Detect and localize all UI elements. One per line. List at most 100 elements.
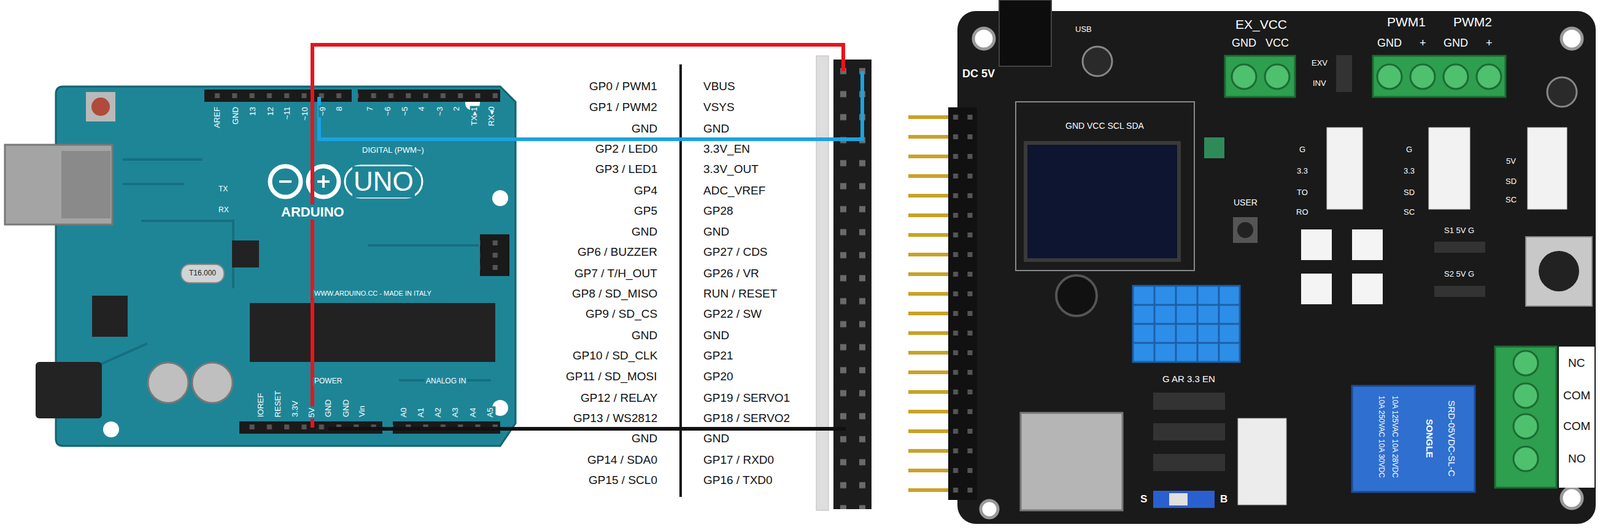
pin-header: [357, 89, 501, 102]
relay-terminal-label: COM: [1561, 419, 1592, 434]
pin-label: GP14 / SDA0: [586, 453, 659, 468]
reset-button: [91, 97, 110, 116]
mounting-hole: [1561, 487, 1583, 509]
pin-name: ~9: [318, 105, 328, 118]
pin-name: ~11: [282, 105, 293, 121]
pin-header: [1434, 285, 1486, 298]
terminal-screw: [1513, 414, 1539, 439]
pin-label: ADC_VREF: [702, 184, 767, 198]
blue-wire: [319, 71, 863, 140]
capacitor: [192, 362, 233, 404]
pin-name: 13: [248, 105, 258, 117]
jumper-label: INV: [1311, 79, 1328, 89]
connector-pin-label: SD: [1402, 188, 1416, 198]
mounting-hole: [1561, 28, 1583, 50]
pin-header: [204, 89, 352, 102]
mounting-hole: [492, 190, 509, 207]
button-label: USER: [1232, 197, 1259, 208]
terminal-label: GND: [1230, 36, 1258, 50]
pin-label: GP17 / RXD0: [702, 453, 776, 468]
bluetooth-module: [1237, 418, 1287, 506]
slide-switch: [1153, 490, 1215, 509]
pin-label: GP16 / TXD0: [702, 473, 774, 488]
mounting-hole: [103, 421, 120, 438]
dc-jack: [35, 362, 102, 419]
pin-name: 5V: [307, 406, 317, 420]
mounting-hole: [980, 500, 998, 518]
pin-label: GND: [702, 122, 731, 136]
rgb-led: [1352, 273, 1383, 305]
terminal-label: PWM2: [1452, 14, 1494, 30]
pin-label: GND: [702, 432, 731, 446]
pin-label: GP0 / PWM1: [587, 79, 659, 94]
oled-pin-label: GND VCC SCL SDA: [1064, 120, 1146, 131]
terminal-label: VCC: [1264, 36, 1291, 50]
dht-sensor: [1132, 285, 1240, 363]
relay: [1352, 386, 1475, 493]
pin-label: GP22 / SW: [702, 307, 763, 321]
pin-label: GP19 / SERVO1: [702, 391, 792, 406]
terminal-screw: [1513, 446, 1539, 472]
pin-label: GND: [702, 225, 731, 239]
oled-module: [1015, 101, 1195, 271]
header-label: G AR 3.3 EN: [1161, 373, 1217, 385]
terminal-block: [1495, 346, 1557, 488]
relay-rating: 10A 125VAC 10A 28VDC: [1390, 394, 1399, 480]
terminal-screw: [1476, 64, 1502, 89]
pin-name: RESET: [273, 389, 283, 419]
pin-label: 3.3V_OUT: [702, 162, 760, 177]
pin-name: A1: [416, 406, 426, 420]
table-divider: [679, 64, 682, 498]
pin-label: GP20: [702, 370, 735, 384]
terminal-label: GND: [1442, 36, 1470, 50]
microcontroller-chip: [249, 303, 496, 363]
connector-pin-label: 3.3: [1295, 166, 1310, 177]
terminal-screw: [1410, 64, 1435, 89]
pin-label: GP5: [632, 204, 659, 218]
cds-sensor: [1204, 137, 1225, 159]
jumper-label: EXV: [1310, 58, 1329, 69]
oled-screen: [1025, 142, 1179, 261]
pin-name: ~10: [300, 105, 310, 122]
mounting-hole: [973, 28, 995, 50]
pin-name: A4: [468, 406, 479, 420]
pin-label: VBUS: [702, 79, 737, 94]
board-silkscreen: WWW.ARDUINO.CC - MADE IN ITALY: [313, 289, 433, 298]
pin-label: GND: [630, 122, 659, 136]
arduino-logo: [279, 175, 330, 188]
board-logo: ARDUINO: [279, 204, 346, 220]
pin-header: [1153, 454, 1226, 472]
usb-chip: [231, 240, 259, 268]
crystal-label: T16.000: [187, 269, 218, 279]
rgb-led: [1301, 273, 1332, 305]
pin-label: GP28: [702, 204, 735, 218]
pin-name: 12: [266, 105, 276, 117]
uno-outline: [344, 165, 423, 198]
terminal-label: GND: [1375, 36, 1403, 50]
pin-label: GP3 / LED1: [594, 162, 659, 177]
rgb-led: [1301, 229, 1332, 261]
relay-terminal-label: COM: [1561, 389, 1592, 403]
board-logo: UNO: [352, 166, 415, 198]
connector-pin-label: SC: [1504, 195, 1518, 205]
pin-name: A0: [399, 406, 409, 420]
usb-connector: [61, 150, 111, 219]
crystal: [181, 264, 225, 283]
push-button: [1525, 236, 1593, 307]
usb-connector: [4, 144, 113, 225]
pin-name: A2: [433, 406, 444, 420]
pin-label: GP18 / SERVO2: [702, 411, 792, 426]
pin-name: ~6: [383, 105, 393, 118]
buzzer: [1056, 275, 1097, 317]
terminal-block: [1372, 55, 1506, 97]
relay-model: SRD-05VDC-SL-C: [1445, 399, 1457, 479]
board-silkscreen: DIGITAL (PWM~): [360, 146, 426, 156]
dc-jack: [999, 0, 1052, 67]
pin-label: GP4: [632, 184, 659, 198]
pin-name: GND: [324, 398, 334, 419]
pin-label: GP1 / PWM2: [587, 100, 659, 115]
jumper-header: [1336, 55, 1353, 93]
pin-name: A5: [486, 406, 496, 420]
pin-name: IOREF: [256, 392, 266, 420]
pin-name: RX◂0: [487, 105, 497, 128]
